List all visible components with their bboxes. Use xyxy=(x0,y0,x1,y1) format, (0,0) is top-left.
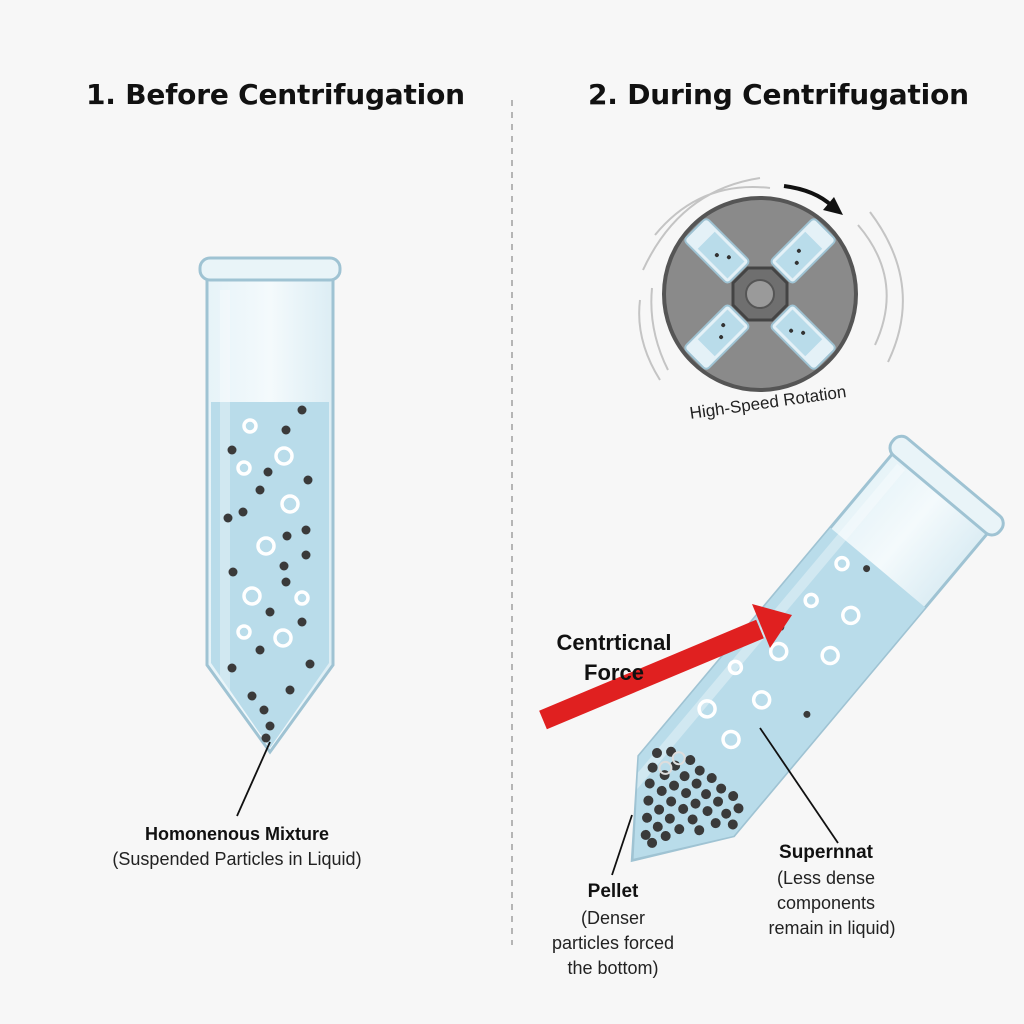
pellet-leader xyxy=(611,814,633,876)
force-label-line1: Centrticnal xyxy=(556,630,672,655)
rotor-tubes xyxy=(684,218,836,370)
force-label-line2: Force xyxy=(584,660,644,685)
left-label-leader xyxy=(236,741,271,817)
left-tube-particles xyxy=(223,405,315,743)
motion-lines xyxy=(638,177,904,381)
supernatant-label-line1: (Less dense xyxy=(776,868,876,888)
before-panel-title: 1. Before Centrifugation xyxy=(86,78,465,111)
left-tube-rim xyxy=(198,256,342,282)
pellet-label-line3: the bottom) xyxy=(567,958,659,978)
supernatant-label-title: Supernnat xyxy=(779,842,873,863)
centrifuge-rotor xyxy=(638,177,904,392)
supernatant-label-line3: remain in liquid) xyxy=(768,918,896,938)
curved-arrow-icon xyxy=(783,184,843,215)
right-tube-rim xyxy=(888,434,1005,537)
right-tube-liquid xyxy=(586,527,926,899)
supernatant-leader xyxy=(759,727,839,844)
supernatant-label-line2: components xyxy=(776,893,876,913)
mixture-label-title: Homonenous Mixture xyxy=(144,824,330,844)
during-panel-title: 2. During Centrifugation xyxy=(588,78,969,111)
red-arrow-icon xyxy=(539,604,792,730)
pellet-label-title: Pellet xyxy=(587,881,639,902)
left-test-tube xyxy=(198,256,342,755)
right-tube-white-particles xyxy=(697,555,861,750)
pellet-label-line1: (Denser xyxy=(580,908,646,928)
pellet-label-line2: particles forced xyxy=(551,933,675,953)
mixture-label-subtitle: (Suspended Particles in Liquid) xyxy=(112,849,362,869)
